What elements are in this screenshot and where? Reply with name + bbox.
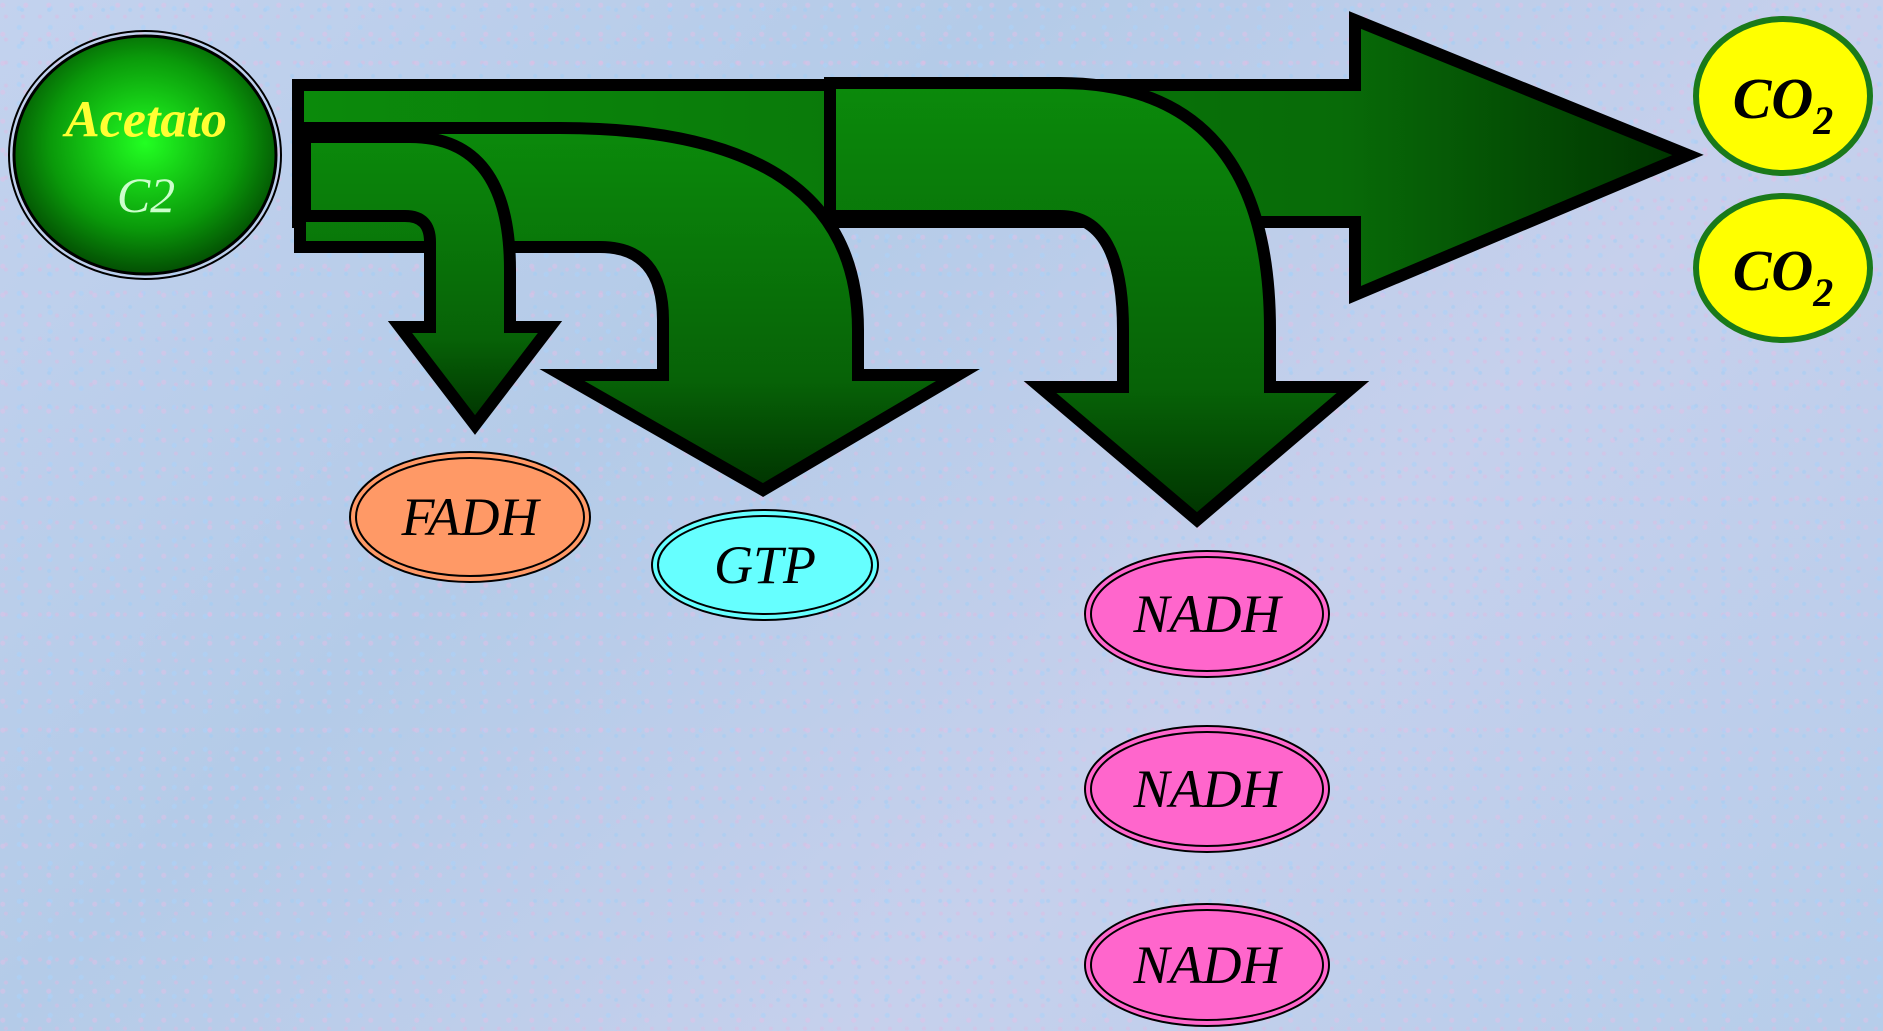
acetato-carbon-label: C2 [117, 167, 175, 223]
co2-node-2: CO2 [1693, 193, 1873, 343]
co2-node-1: CO2 [1693, 16, 1873, 176]
co2-subscript-1: 2 [1812, 98, 1833, 143]
co2-formula-1: CO [1733, 66, 1814, 131]
co2-formula-2: CO [1733, 238, 1814, 303]
nadh-node-3: NADH [1084, 903, 1330, 1027]
nadh-node-2: NADH [1084, 725, 1330, 853]
acetato-node: Acetato C2 [8, 30, 282, 280]
curved-arrow-to-fadh [299, 131, 563, 435]
nadh-label-3: NADH [1133, 935, 1284, 995]
nadh-label-2: NADH [1133, 759, 1284, 819]
curved-arrow-to-nadh [824, 77, 1370, 528]
acetato-label: Acetato [62, 92, 227, 149]
gtp-label: GTP [714, 535, 816, 595]
fadh-node: FADH [349, 451, 591, 583]
fadh-label: FADH [400, 487, 541, 547]
svg-text:CO2: CO2 [1733, 66, 1834, 143]
gtp-node: GTP [651, 509, 879, 621]
nadh-node-1: NADH [1084, 550, 1330, 678]
co2-subscript-2: 2 [1812, 270, 1833, 315]
svg-text:CO2: CO2 [1733, 238, 1834, 315]
nadh-label-1: NADH [1133, 584, 1284, 644]
